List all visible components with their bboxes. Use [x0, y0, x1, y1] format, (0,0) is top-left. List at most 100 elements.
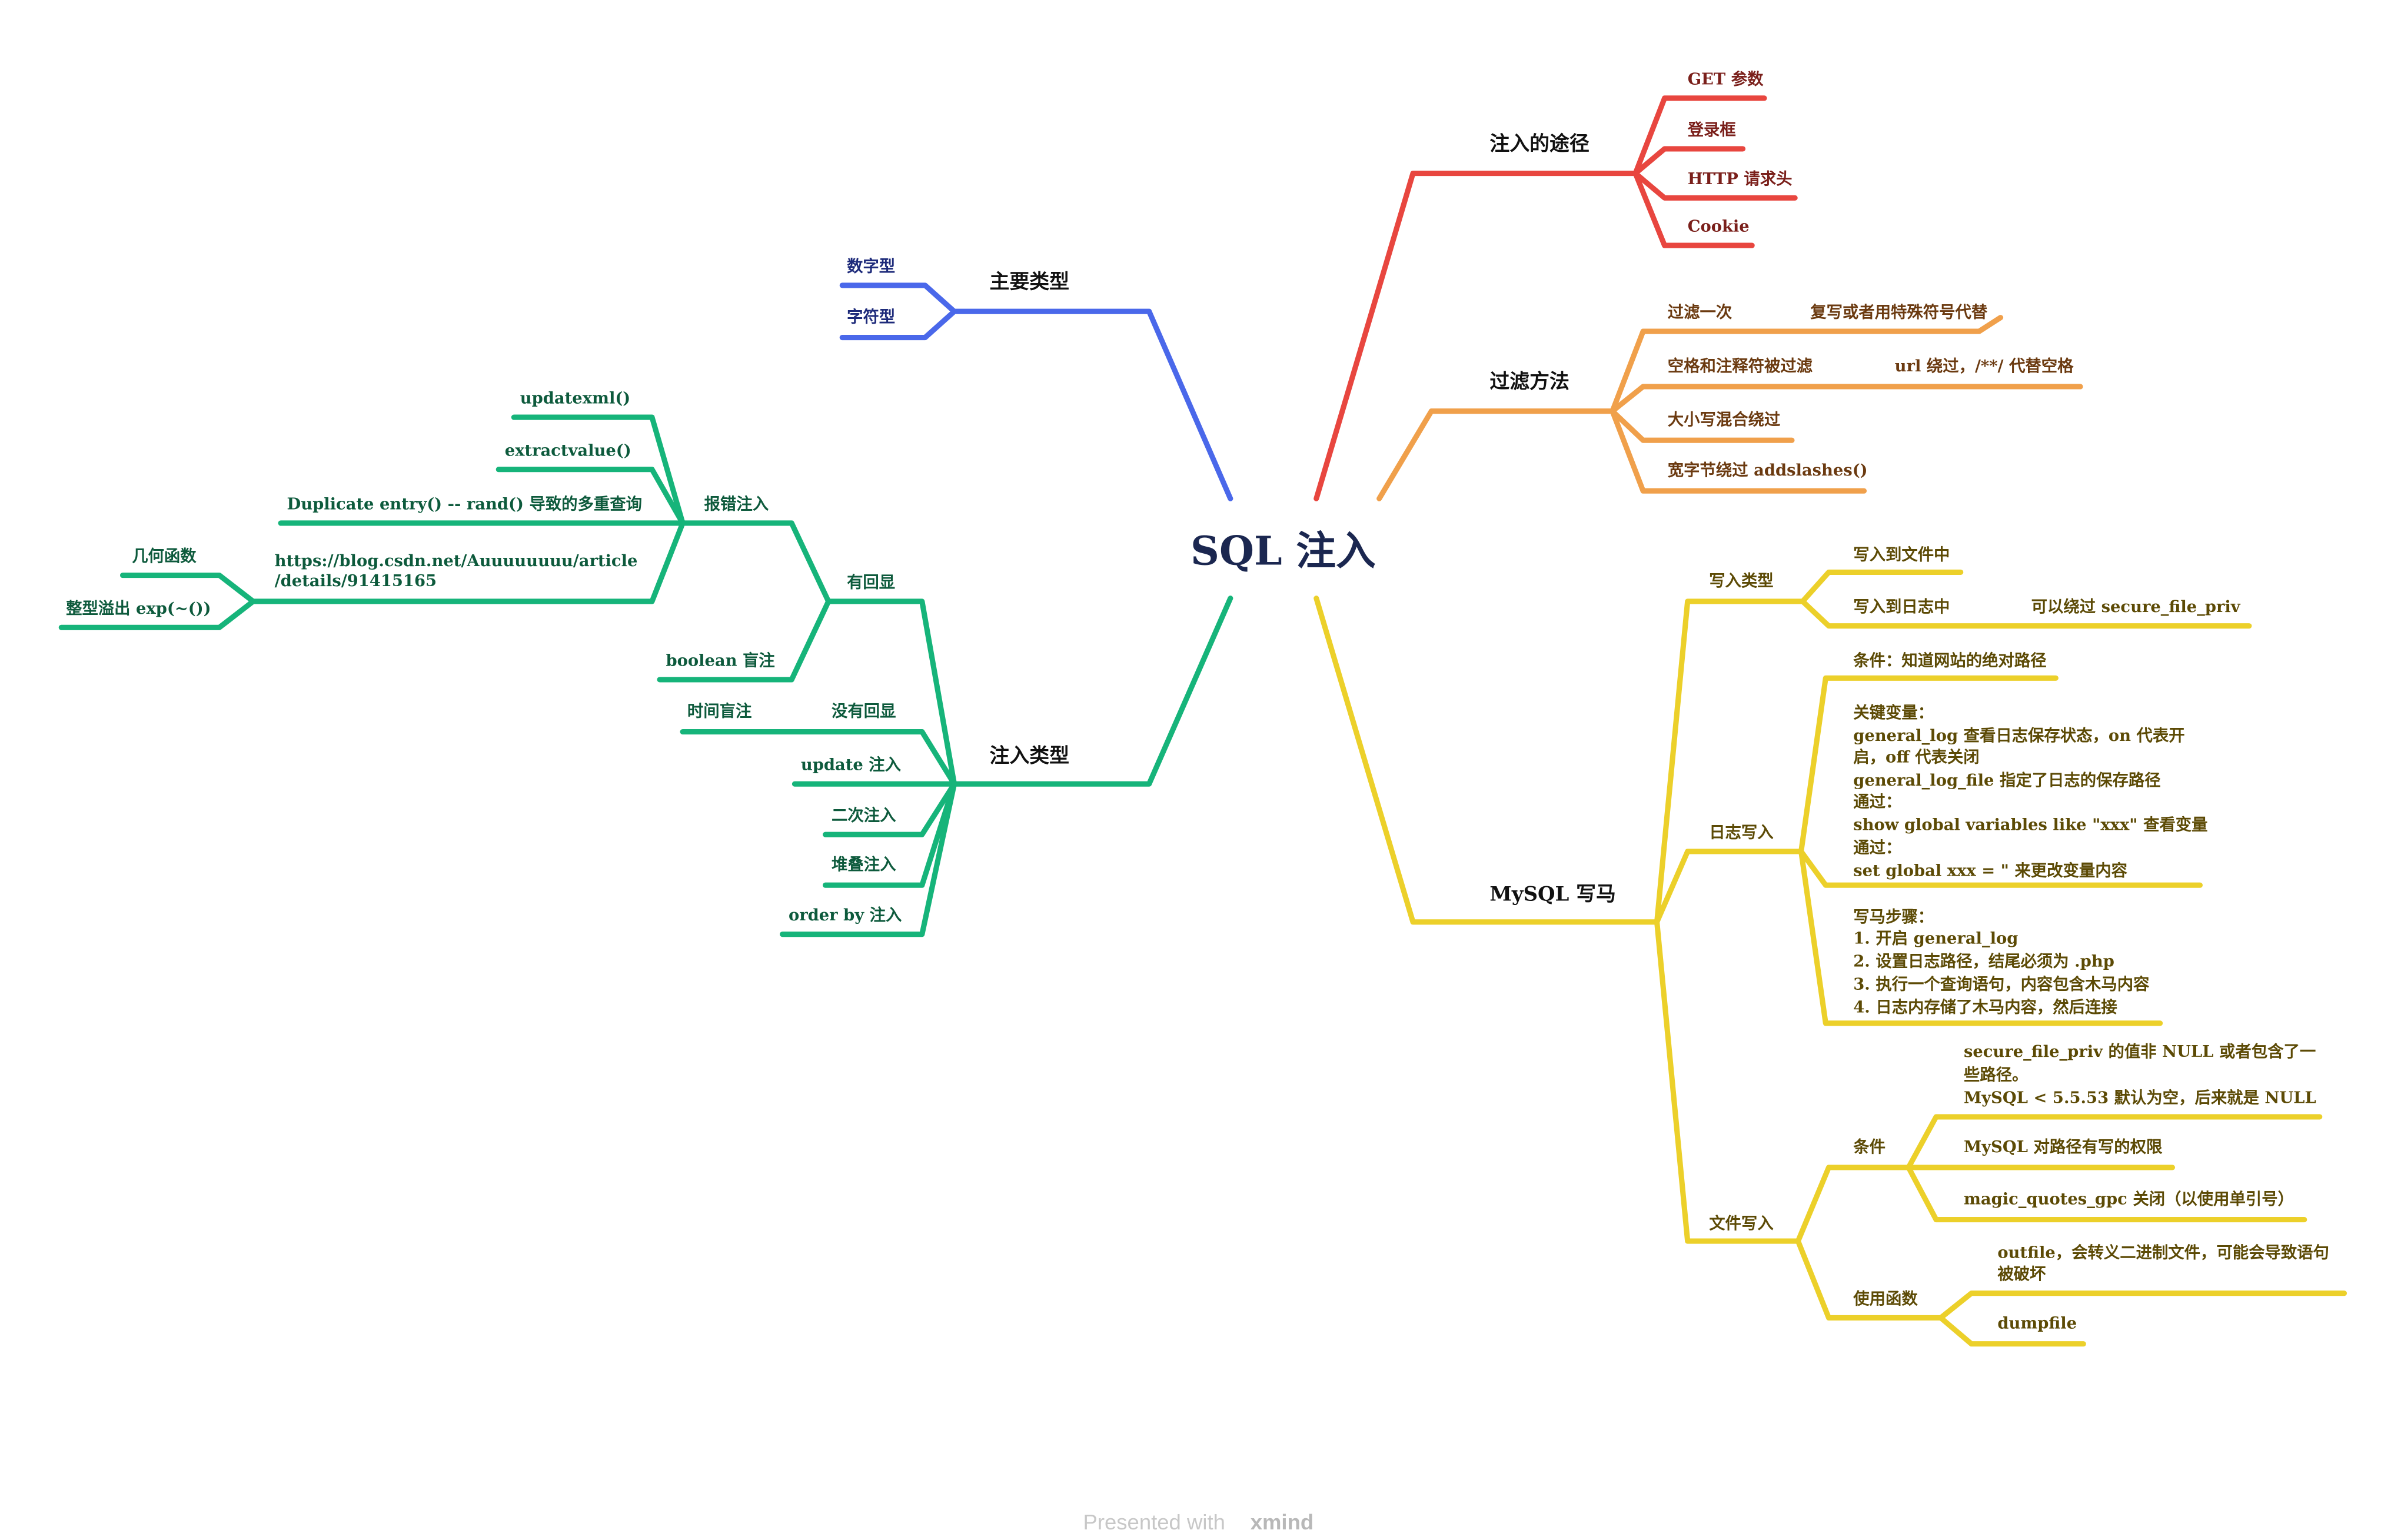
connector-func-outfile: [1938, 1290, 2347, 1321]
log-steps-line: 写马步骤：: [1853, 907, 1934, 926]
node-magic-quotes[interactable]: magic_quotes_gpc 关闭（以使用单引号）: [1964, 1189, 2294, 1208]
log-vars-line: 启，off 代表关闭: [1853, 748, 1979, 767]
node-http-header[interactable]: HTTP 请求头: [1688, 169, 1793, 188]
node-filter-wide[interactable]: 宽字节绕过 addslashes(): [1668, 461, 1868, 480]
connector-root-filter: [1376, 408, 1615, 501]
node-file-conditions[interactable]: 条件: [1853, 1137, 1885, 1156]
node-path-permission[interactable]: MySQL 对路径有写的权限: [1964, 1137, 2163, 1156]
node-echo[interactable]: 有回显: [847, 573, 895, 591]
log-vars-line: 关键变量：: [1853, 703, 1934, 722]
connector-log-steps: [1798, 849, 2163, 1026]
connector-error: [680, 520, 832, 604]
node-stacked[interactable]: 堆叠注入: [832, 855, 896, 874]
node-login-box[interactable]: 登录框: [1687, 120, 1736, 139]
connector-header: [1632, 171, 1798, 201]
node-log-steps[interactable]: 写马步骤： 1. 开启 general_log 2. 设置日志路径，结尾必须为 …: [1853, 907, 2150, 1017]
connector-filter-case: [1609, 408, 1795, 443]
connector-write-file: [1800, 569, 1964, 604]
node-extractvalue[interactable]: extractvalue(): [505, 441, 631, 460]
node-get-param[interactable]: GET 参数: [1688, 69, 1764, 88]
connector-stacked: [823, 781, 957, 888]
connector-cond-gpc: [1906, 1165, 2307, 1223]
node-paths[interactable]: 注入的途径: [1489, 131, 1589, 155]
node-filter-case[interactable]: 大小写混合绕过: [1668, 410, 1781, 429]
connector-no-echo: [680, 729, 957, 787]
branch-paths[interactable]: [1313, 95, 1798, 501]
branch-main-types[interactable]: [839, 282, 1233, 501]
node-no-echo[interactable]: 没有回显: [832, 701, 896, 720]
node-cookie[interactable]: Cookie: [1688, 217, 1750, 236]
node-update-injection[interactable]: update 注入: [801, 756, 902, 774]
node-log-condition[interactable]: 条件：知道网站的绝对路径: [1853, 651, 2046, 670]
node-inject-types[interactable]: 注入类型: [990, 744, 1070, 767]
connector-func-dumpfile: [1938, 1315, 2086, 1347]
node-outfile[interactable]: outfile，会转义二进制文件，可能会导致语句 被破坏: [1997, 1243, 2329, 1283]
node-filter-space[interactable]: 空格和注释符被过滤: [1668, 357, 1813, 375]
branch-filter[interactable]: [1376, 315, 2083, 501]
node-error-url[interactable]: https://blog.csdn.net/Auuuuuuuu/article …: [275, 551, 638, 590]
connector-numeric: [839, 282, 957, 314]
node-write-to-log[interactable]: 写入到日志中: [1853, 597, 1950, 616]
root-topic[interactable]: SQL 注入: [1190, 527, 1376, 574]
node-filter-once-detail[interactable]: 复写或者用特殊符号代替: [1810, 303, 1988, 322]
node-dumpfile[interactable]: dumpfile: [1997, 1314, 2077, 1333]
node-boolean-blind[interactable]: boolean 盲注: [666, 651, 774, 670]
node-geometry-func[interactable]: 几何函数: [132, 547, 197, 566]
log-vars-line: general_log_file 指定了日志的保存路径: [1853, 771, 2160, 790]
connector-root-main-types: [951, 308, 1233, 501]
watermark: Presented with xmind: [1083, 1510, 1314, 1534]
connector-log-write: [1654, 849, 1804, 925]
node-main-types[interactable]: 主要类型: [990, 270, 1070, 293]
node-secure-file-priv[interactable]: secure_file_priv 的值非 NULL 或者包含了一 些路径。 My…: [1964, 1042, 2316, 1107]
log-vars-line: general_log 查看日志保存状态，on 代表开: [1853, 726, 2184, 745]
log-vars-line: set global xxx = " 来更改变量内容: [1853, 862, 2127, 880]
log-steps-line: 2. 设置日志路径，结尾必须为 .php: [1853, 952, 2114, 970]
url-line: /details/91415165: [275, 571, 437, 590]
connector-updatexml: [511, 414, 686, 526]
connector-filter-space: [1609, 384, 2083, 414]
node-time-blind[interactable]: 时间盲注: [687, 701, 751, 720]
connector-write-log: [1800, 598, 2252, 629]
node-use-functions[interactable]: 使用函数: [1853, 1289, 1918, 1308]
connector-orderby: [780, 781, 957, 937]
node-duplicate-entry[interactable]: Duplicate entry() -- rand() 导致的多重查询: [287, 495, 642, 514]
node-log-vars[interactable]: 关键变量： general_log 查看日志保存状态，on 代表开 启，off …: [1853, 703, 2207, 880]
connector-file-func: [1795, 1238, 1944, 1321]
watermark-text: Presented with: [1083, 1510, 1225, 1534]
node-filter-space-detail[interactable]: url 绕过，/**/ 代替空格: [1895, 357, 2074, 375]
connector-boolean: [657, 598, 832, 683]
connector-file-cond: [1795, 1165, 1911, 1244]
connector-geo: [119, 573, 256, 604]
log-steps-line: 4. 日志内存储了木马内容，然后连接: [1853, 998, 2117, 1017]
branch-inject-types[interactable]: [58, 414, 1233, 937]
node-second-order[interactable]: 二次注入: [832, 806, 896, 825]
node-updatexml[interactable]: updatexml(): [520, 389, 630, 408]
node-filter-once[interactable]: 过滤一次: [1668, 303, 1732, 322]
secure-line: 些路径。: [1964, 1065, 2028, 1084]
node-write-types[interactable]: 写入类型: [1709, 571, 1773, 590]
node-orderby[interactable]: order by 注入: [789, 906, 902, 924]
connector-cond-secure: [1906, 1114, 2323, 1170]
connector-get: [1632, 95, 1767, 177]
secure-line: MySQL < 5.5.53 默认为空，后来就是 NULL: [1964, 1088, 2316, 1107]
secure-line: secure_file_priv 的值非 NULL 或者包含了一: [1964, 1042, 2316, 1061]
node-error-injection[interactable]: 报错注入: [704, 495, 769, 514]
node-log-write[interactable]: 日志写入: [1709, 823, 1774, 841]
node-mysql[interactable]: MySQL 写马: [1489, 882, 1616, 905]
node-string[interactable]: 字符型: [847, 307, 895, 326]
node-write-to-log-detail[interactable]: 可以绕过 secure_file_priv: [2031, 597, 2241, 616]
node-exp-overflow[interactable]: 整型溢出 exp(~()): [66, 599, 211, 618]
log-vars-line: 通过：: [1853, 792, 1901, 811]
node-numeric[interactable]: 数字型: [847, 257, 895, 275]
node-filter[interactable]: 过滤方法: [1489, 370, 1569, 393]
connector-filter-once: [1609, 315, 2004, 414]
node-file-write[interactable]: 文件写入: [1709, 1214, 1774, 1233]
connector-string: [839, 308, 957, 341]
connector-write-types: [1654, 598, 1805, 925]
log-steps-line: 3. 执行一个查询语句，内容包含木马内容: [1853, 975, 2150, 994]
connector-root-paths: [1313, 171, 1638, 501]
branch-mysql[interactable]: [1313, 569, 2347, 1347]
node-write-to-file[interactable]: 写入到文件中: [1853, 546, 1950, 564]
connector-root-inject: [951, 596, 1233, 787]
